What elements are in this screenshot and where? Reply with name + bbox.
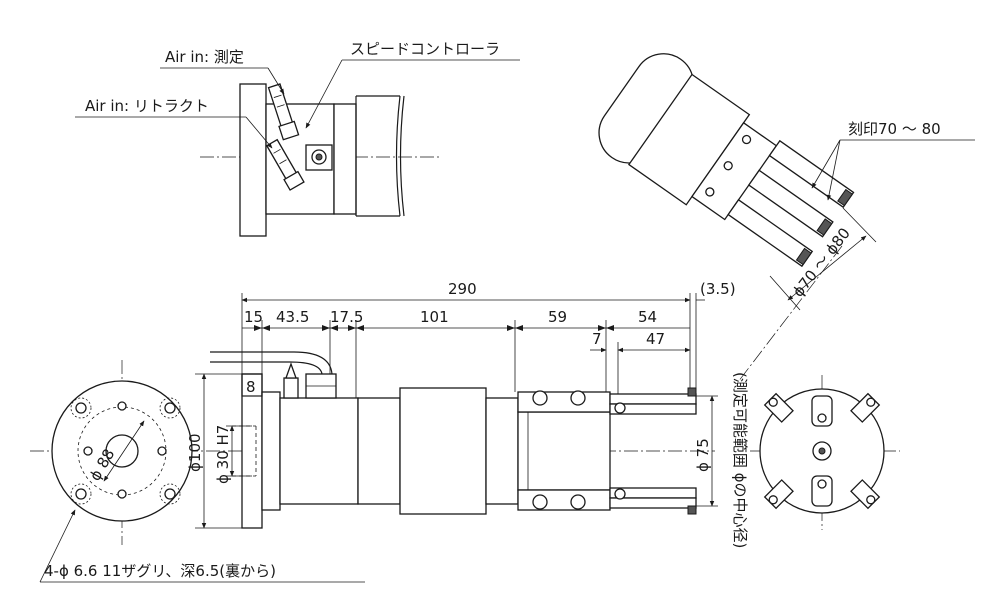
mount-holes-label: 4-ϕ 6.6 11ザグリ、深6.5(裏から) — [44, 562, 276, 580]
dim-59: 59 — [548, 308, 567, 326]
dim-7: 7 — [592, 330, 602, 348]
dim-54: 54 — [638, 308, 657, 326]
flange-face-view: ϕ 88 — [51, 360, 193, 545]
speed-controller-label: スピードコントローラ — [350, 40, 500, 58]
air-in-retract-label: Air in: リトラクト — [85, 97, 209, 115]
top-side-view: Air in: 測定 Air in: リトラクト スピードコントローラ — [75, 40, 520, 237]
measure-range-label: (測定可能範囲 ϕの中心径) — [731, 372, 749, 548]
main-view: ϕ 88 4-ϕ 6.6 11ザグリ、深6.5(裏から) — [30, 351, 718, 583]
dim-17-5: 17.5 — [330, 308, 363, 326]
dim-8: 8 — [246, 378, 256, 396]
dim-offset-3-5: (3.5) — [700, 280, 736, 298]
isometric-view: 刻印70 ～ 80 ϕ70 ～ ϕ80 — [598, 53, 975, 311]
dim-dia30h7: ϕ 30 H7 — [214, 425, 232, 484]
dim-101: 101 — [420, 308, 449, 326]
end-view — [750, 375, 900, 530]
dim-43-5: 43.5 — [276, 308, 309, 326]
mount-hole — [70, 483, 92, 505]
projection-line — [737, 245, 843, 383]
dim-dia100: ϕ100 — [186, 433, 204, 472]
air-in-measure-label: Air in: 測定 — [165, 48, 244, 66]
mount-hole — [159, 397, 181, 419]
dim-total-290: 290 — [448, 280, 477, 298]
horizontal-dimensions: 290 (3.5) 15 43.5 17.5 101 59 54 7 47 — [241, 280, 736, 398]
dim-47: 47 — [646, 330, 665, 348]
mount-hole — [70, 397, 92, 419]
dim-dia75: ϕ 75 — [694, 438, 712, 472]
engraving-label: 刻印70 ～ 80 — [848, 120, 941, 138]
mount-hole — [159, 483, 181, 505]
dim-15: 15 — [244, 308, 263, 326]
